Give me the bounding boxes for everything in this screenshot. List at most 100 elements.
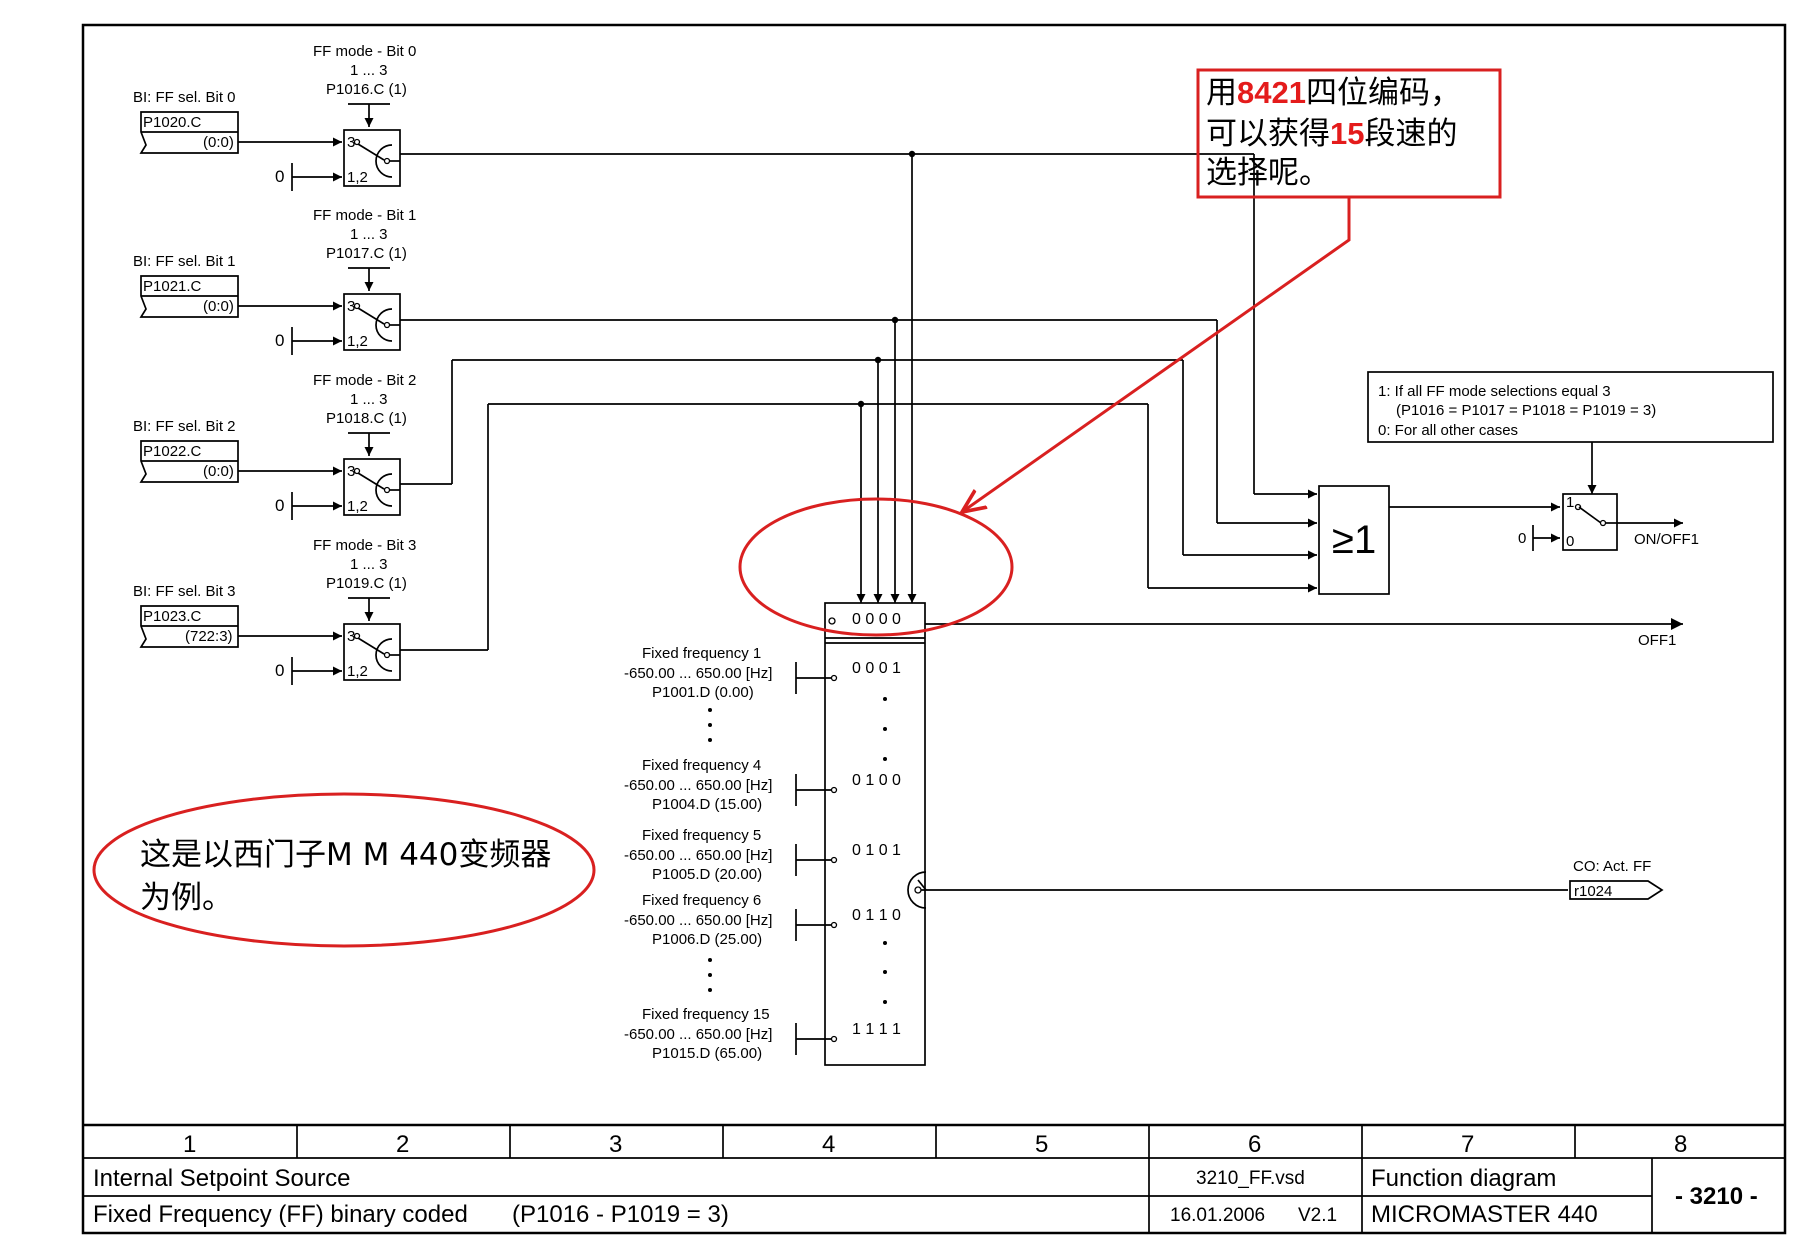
zero-input-label: 0 xyxy=(275,331,284,350)
bi-param: P1020.C xyxy=(143,114,202,131)
ff-mode-range: 1 ... 3 xyxy=(350,556,388,573)
condition-note-line2: (P1016 = P1017 = P1018 = P1019 = 3) xyxy=(1396,402,1656,419)
fixed-frequency-0: Fixed frequency 1 -650.00 ... 650.00 [Hz]… xyxy=(624,645,901,701)
ff-mode-title: FF mode - Bit 0 xyxy=(313,43,416,60)
ff-selector-2: FF mode - Bit 2 1 ... 3 P1018.C (1) BI: FF … xyxy=(133,372,416,520)
fixed-frequency-3: Fixed frequency 6 -650.00 ... 650.00 [Hz]… xyxy=(624,892,901,948)
switch-pos-3: 3 xyxy=(347,134,355,151)
footer-subtitle-cond: (P1016 - P1019 = 3) xyxy=(512,1201,729,1228)
bi-value: (0:0) xyxy=(203,298,234,315)
switch-pos-3: 3 xyxy=(347,628,355,645)
footer-column-6: 6 xyxy=(1248,1131,1261,1158)
frequency-title: Fixed frequency 5 xyxy=(642,827,761,844)
footer-column-2: 2 xyxy=(396,1131,409,1158)
on-off1-switch xyxy=(1562,493,1618,551)
frequency-param: P1006.D (25.00) xyxy=(652,931,762,948)
bi-label: BI: FF sel. Bit 2 xyxy=(133,418,236,435)
annotation-ellipse-note xyxy=(92,792,596,948)
frequency-code: 1 1 1 1 xyxy=(852,1021,901,1038)
zero-input-label: 0 xyxy=(275,167,284,186)
frequency-param: P1015.D (65.00) xyxy=(652,1045,762,1062)
co-output-connector xyxy=(1569,880,1664,900)
frequency-title: Fixed frequency 6 xyxy=(642,892,761,909)
bi-param: P1021.C xyxy=(143,278,202,295)
bi-param: P1022.C xyxy=(143,443,202,460)
co-label: CO: Act. FF xyxy=(1573,858,1651,875)
ff-mode-switch xyxy=(343,293,401,351)
co-param: r1024 xyxy=(1574,883,1612,900)
footer-column-8: 8 xyxy=(1674,1131,1687,1158)
footer-file: 3210_FF.vsd xyxy=(1196,1168,1305,1189)
bi-param: P1023.C xyxy=(143,608,202,625)
frequency-param: P1004.D (15.00) xyxy=(652,796,762,813)
zero-input-label: 0 xyxy=(275,661,284,680)
footer-diagram-type: Function diagram xyxy=(1371,1165,1556,1192)
switch-pos-one: 1 xyxy=(1566,494,1574,511)
fixed-frequency-4: Fixed frequency 15-650.00 ... 650.00 [Hz… xyxy=(624,1006,901,1062)
bi-label: BI: FF sel. Bit 1 xyxy=(133,253,236,270)
selector-wiring xyxy=(400,150,1317,651)
zero-code: 0 0 0 0 xyxy=(852,611,901,628)
frequency-title: Fixed frequency 15 xyxy=(642,1006,770,1023)
footer-column-4: 4 xyxy=(822,1131,835,1158)
switch-pos-3: 3 xyxy=(347,298,355,315)
ff-mode-param: P1018.C (1) xyxy=(326,410,407,427)
ff-mode-param: P1016.C (1) xyxy=(326,81,407,98)
ff-mode-title: FF mode - Bit 2 xyxy=(313,372,416,389)
footer-column-3: 3 xyxy=(609,1131,622,1158)
or-gate xyxy=(1318,485,1390,595)
ff-mode-range: 1 ... 3 xyxy=(350,226,388,243)
ff-selector-blocks: FF mode - Bit 0 1 ... 3 P1016.C (1) BI: FF … xyxy=(133,43,416,685)
frequency-code: 0 1 0 0 xyxy=(852,772,901,789)
switch-pos-12: 1,2 xyxy=(347,498,368,515)
switch-pos-3: 3 xyxy=(347,463,355,480)
footer xyxy=(83,1123,1785,1233)
fixed-frequency-list: Fixed frequency 1 -650.00 ... 650.00 [Hz]… xyxy=(624,645,901,1062)
footer-version: V2.1 xyxy=(1298,1205,1337,1226)
bi-label: BI: FF sel. Bit 3 xyxy=(133,583,236,600)
fixed-frequency-1: Fixed frequency 4 -650.00 ... 650.00 [Hz]… xyxy=(624,757,901,813)
frequency-range: -650.00 ... 650.00 [Hz] xyxy=(624,665,772,682)
switch-pos-12: 1,2 xyxy=(347,663,368,680)
footer-date: 16.01.2006 xyxy=(1170,1205,1265,1226)
frequency-title: Fixed frequency 4 xyxy=(642,757,761,774)
annotation-line2: 可以获得15段速的 xyxy=(1206,116,1457,152)
bi-value: (0:0) xyxy=(203,134,234,151)
footer-column-7: 7 xyxy=(1461,1131,1474,1158)
condition-note-box xyxy=(1367,371,1774,443)
off1-label: OFF1 xyxy=(1638,632,1676,649)
footer-title: Internal Setpoint Source xyxy=(93,1165,351,1192)
ff-mode-title: FF mode - Bit 1 xyxy=(313,207,416,224)
frequency-code: 0 0 0 1 xyxy=(852,660,901,677)
ff-mode-title: FF mode - Bit 3 xyxy=(313,537,416,554)
ff-mode-range: 1 ... 3 xyxy=(350,62,388,79)
switch-pos-12: 1,2 xyxy=(347,169,368,186)
bi-value: (0:0) xyxy=(203,463,234,480)
frequency-range: -650.00 ... 650.00 [Hz] xyxy=(624,777,772,794)
annotation-line1: 用8421四位编码， xyxy=(1206,75,1461,111)
on-off1-label: ON/OFF1 xyxy=(1634,531,1699,548)
footer-column-1: 1 xyxy=(183,1131,196,1158)
switch-pos-zero: 0 xyxy=(1566,533,1574,550)
frequency-range: -650.00 ... 650.00 [Hz] xyxy=(624,847,772,864)
fixed-frequency-2: Fixed frequency 5 -650.00 ... 650.00 [Hz]… xyxy=(624,827,901,883)
ff-mode-range: 1 ... 3 xyxy=(350,391,388,408)
annotation-ellipse-zero-code xyxy=(738,497,1014,637)
footer-page-number: - 3210 - xyxy=(1675,1183,1758,1210)
annotation-bottom-line1: 这是以西门子M M 440变频器 xyxy=(140,837,551,873)
annotation-bottom-line2: 为例。 xyxy=(140,880,233,916)
frequency-code: 0 1 1 0 xyxy=(852,907,901,924)
or-gate-symbol: ≥1 xyxy=(1332,518,1376,562)
switch-input-zero: 0 xyxy=(1518,530,1526,547)
frequency-range: -650.00 ... 650.00 [Hz] xyxy=(624,912,772,929)
footer-subtitle: Fixed Frequency (FF) binary coded xyxy=(93,1201,468,1228)
frequency-param: P1001.D (0.00) xyxy=(652,684,754,701)
footer-product: MICROMASTER 440 xyxy=(1371,1201,1598,1228)
frequency-title: Fixed frequency 1 xyxy=(642,645,761,662)
zero-input-label: 0 xyxy=(275,496,284,515)
annotation-arrow xyxy=(962,197,1351,512)
